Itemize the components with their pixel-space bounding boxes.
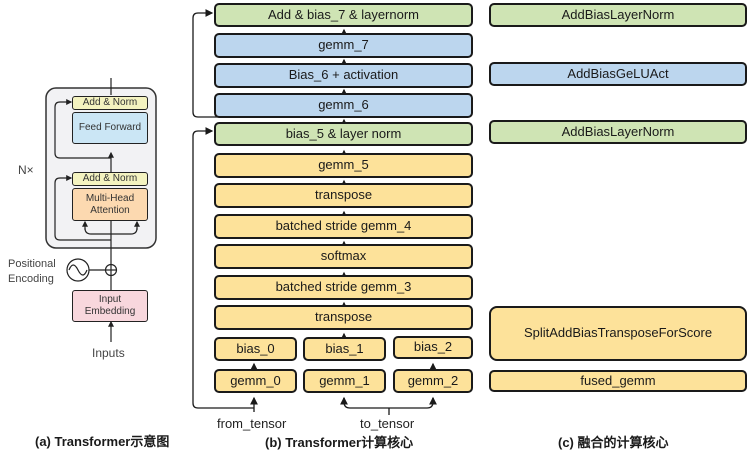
kernel-gemm-2: gemm_2 [393, 369, 473, 393]
nx-label: N× [18, 163, 34, 177]
fused-split-add-bias-transpose: SplitAddBiasTransposeForScore [489, 306, 747, 361]
kernel-bias6-activation: Bias_6 + activation [214, 63, 473, 88]
kernel-bias-0: bias_0 [214, 337, 297, 361]
inputs-label: Inputs [92, 346, 125, 360]
kernel-batched-gemm-4: batched stride gemm_4 [214, 214, 473, 239]
residual-arrow-bottom [192, 127, 254, 409]
kernel-gemm-7: gemm_7 [214, 33, 473, 58]
from-tensor-label: from_tensor [217, 416, 287, 431]
positional-encoding-label: Positional Encoding [8, 258, 56, 285]
kernel-bias5-layernorm: bias_5 & layer norm [214, 122, 473, 146]
input-embedding-box: Input Embedding [72, 290, 148, 322]
kernel-add-bias7-layernorm: Add & bias_7 & layernorm [214, 3, 473, 27]
feed-forward-box: Feed Forward [72, 112, 148, 144]
kernel-bias-1: bias_1 [303, 337, 386, 361]
multi-head-attention-box: Multi-Head Attention [72, 188, 148, 221]
fused-add-bias-layernorm-bottom: AddBiasLayerNorm [489, 120, 747, 144]
kernel-gemm-6: gemm_6 [214, 93, 473, 118]
residual-arrow-top [192, 9, 344, 118]
kernel-batched-gemm-3: batched stride gemm_3 [214, 275, 473, 300]
kernel-gemm-1: gemm_1 [303, 369, 386, 393]
to-tensor-label: to_tensor [360, 416, 415, 431]
caption-a: (a) Transformer示意图 [35, 434, 170, 449]
to-tensor-split [343, 398, 434, 415]
caption-c: (c) 融合的计算核心 [558, 435, 669, 450]
kernel-gemm-0: gemm_0 [214, 369, 297, 393]
kernel-gemm-5: gemm_5 [214, 153, 473, 178]
kernel-transpose-upper: transpose [214, 183, 473, 208]
fused-add-bias-gelu-act: AddBiasGeLUAct [489, 62, 747, 86]
kernel-transpose-lower: transpose [214, 305, 473, 330]
add-norm-bottom: Add & Norm [72, 172, 148, 186]
caption-b: (b) Transformer计算核心 [265, 435, 414, 450]
kernel-bias-2: bias_2 [393, 336, 473, 359]
fused-add-bias-layernorm-top: AddBiasLayerNorm [489, 3, 747, 27]
kernel-softmax: softmax [214, 244, 473, 269]
add-norm-top: Add & Norm [72, 96, 148, 110]
fused-gemm: fused_gemm [489, 370, 747, 392]
